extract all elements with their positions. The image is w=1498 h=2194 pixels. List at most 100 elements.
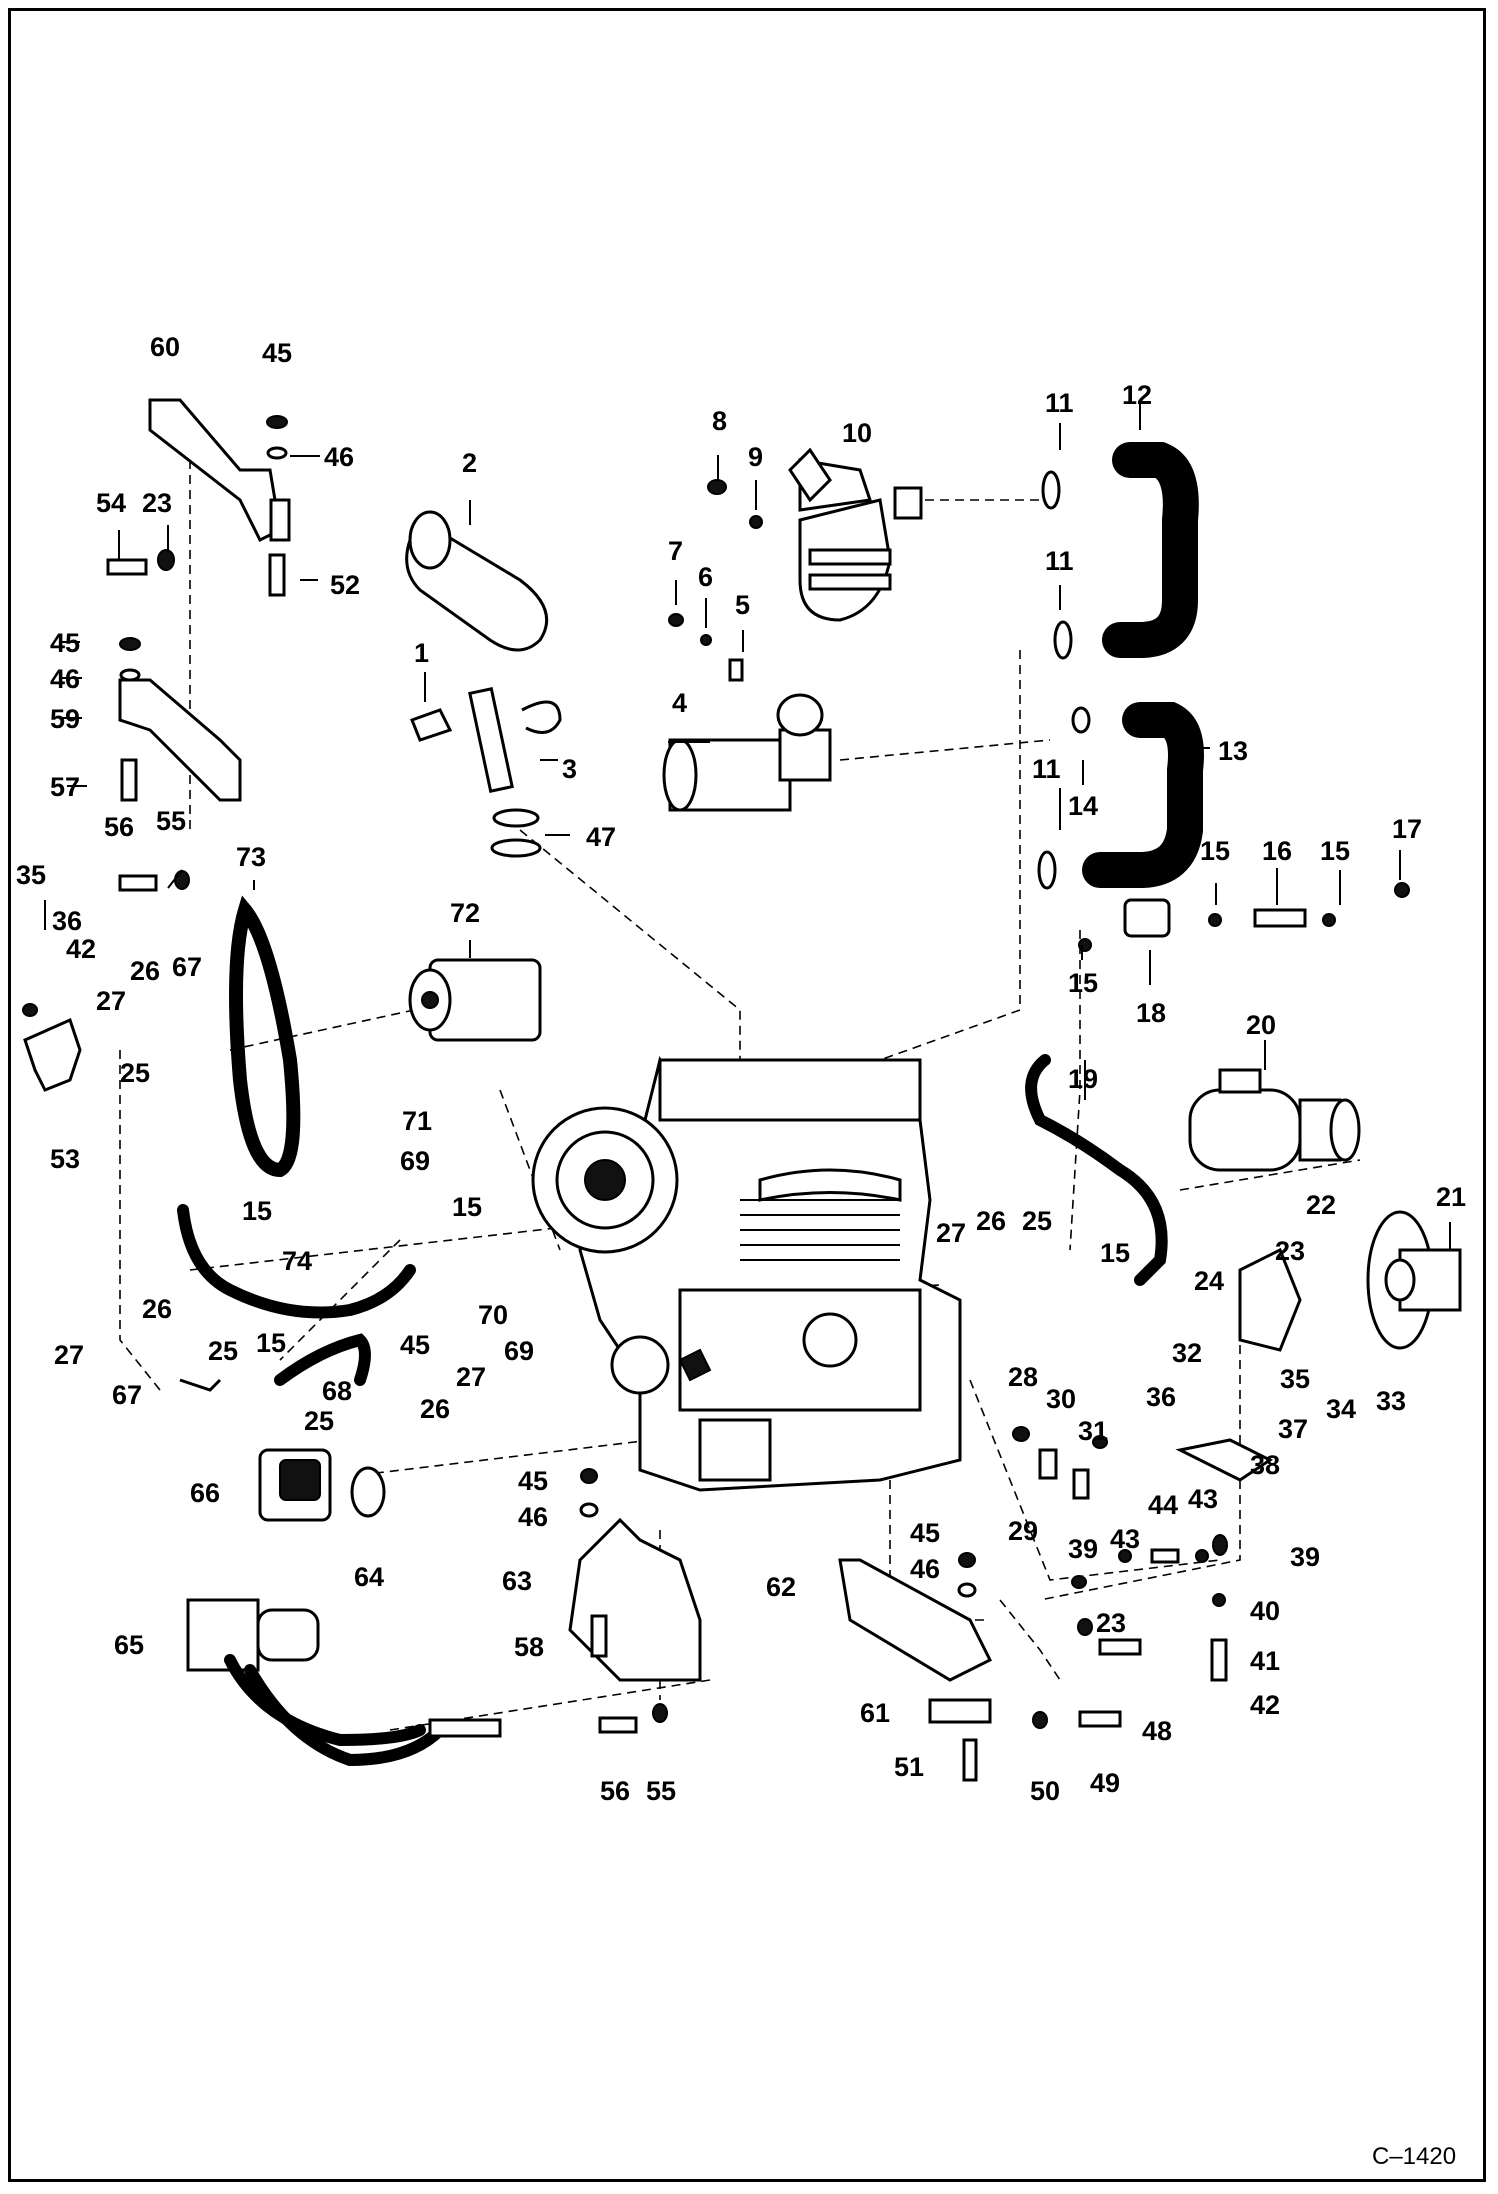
- control-valve: [186, 1598, 502, 1767]
- callout-72: 72: [450, 898, 480, 928]
- callout-25b: 25: [208, 1336, 238, 1366]
- callout-35b: 35: [1280, 1364, 1310, 1394]
- callout-4: 4: [672, 688, 687, 718]
- callout-23a: 23: [142, 488, 172, 518]
- callout-45d: 45: [518, 1466, 548, 1496]
- callout-30: 30: [1046, 1384, 1076, 1414]
- callout-35a: 35: [16, 860, 46, 890]
- callout-45e: 45: [910, 1518, 940, 1548]
- callout-42b: 42: [1250, 1690, 1280, 1720]
- callout-49: 49: [1090, 1768, 1120, 1798]
- callout-68: 68: [322, 1376, 352, 1406]
- callout-15a: 15: [1200, 836, 1230, 866]
- callout-26c: 26: [420, 1394, 450, 1424]
- callout-46a: 46: [324, 442, 354, 472]
- callout-16: 16: [1262, 836, 1292, 866]
- callout-9: 9: [748, 442, 763, 472]
- callout-27c: 27: [456, 1362, 486, 1392]
- callout-32: 32: [1172, 1338, 1202, 1368]
- callout-67b: 67: [112, 1380, 142, 1410]
- callout-50: 50: [1030, 1776, 1060, 1806]
- callout-44: 44: [1148, 1490, 1178, 1520]
- callout-27b: 27: [54, 1340, 84, 1370]
- callout-74: 74: [282, 1246, 312, 1276]
- callout-28: 28: [1008, 1362, 1038, 1392]
- callout-27d: 27: [936, 1218, 966, 1248]
- callout-17: 17: [1392, 814, 1422, 844]
- callout-25a: 25: [120, 1058, 150, 1088]
- callout-39b: 39: [1290, 1542, 1320, 1572]
- callout-71: 71: [402, 1106, 432, 1136]
- callout-63: 63: [502, 1566, 532, 1596]
- callout-41: 41: [1250, 1646, 1280, 1676]
- callout-20: 20: [1246, 1010, 1276, 1040]
- air-cleaner: [662, 447, 923, 812]
- callout-15g: 15: [256, 1328, 286, 1358]
- callout-61: 61: [860, 1698, 890, 1728]
- callout-56b: 56: [600, 1776, 630, 1806]
- callout-29: 29: [1008, 1516, 1038, 1546]
- callout-69b: 69: [504, 1336, 534, 1366]
- callout-7: 7: [668, 536, 683, 566]
- callout-55a: 55: [156, 806, 186, 836]
- intake-hoses: [1037, 442, 1204, 890]
- callout-18: 18: [1136, 998, 1166, 1028]
- fuel-hoses-left: [177, 1204, 416, 1392]
- callout-46b: 46: [50, 664, 80, 694]
- callout-66: 66: [190, 1478, 220, 1508]
- callout-31: 31: [1078, 1416, 1108, 1446]
- callout-45a: 45: [262, 338, 292, 368]
- callout-11b: 11: [1045, 546, 1074, 576]
- callout-15c: 15: [1068, 968, 1098, 998]
- callout-10: 10: [842, 418, 872, 448]
- callout-21: 21: [1436, 1182, 1466, 1212]
- drive-belt: [229, 895, 301, 1178]
- callout-15f: 15: [452, 1192, 482, 1222]
- callout-25c: 25: [304, 1406, 334, 1436]
- callout-36a: 36: [52, 906, 82, 936]
- callout-5: 5: [735, 590, 750, 620]
- callout-26b: 26: [142, 1294, 172, 1324]
- callout-70: 70: [478, 1300, 508, 1330]
- callout-67a: 67: [172, 952, 202, 982]
- callout-36b: 36: [1146, 1382, 1176, 1412]
- callout-6: 6: [698, 562, 713, 592]
- figure-code: C–1420: [1372, 2143, 1456, 2170]
- callout-11c: 11: [1032, 754, 1061, 784]
- callout-37: 37: [1278, 1414, 1308, 1444]
- callout-2: 2: [462, 448, 477, 478]
- callout-23c: 23: [1096, 1608, 1126, 1638]
- callout-57: 57: [50, 772, 80, 802]
- callout-3: 3: [562, 754, 577, 784]
- callout-48: 48: [1142, 1716, 1172, 1746]
- callout-54: 54: [96, 488, 126, 518]
- callout-15e: 15: [242, 1196, 272, 1226]
- callout-11a: 11: [1045, 388, 1074, 418]
- callout-1: 1: [414, 638, 429, 668]
- callout-33: 33: [1376, 1386, 1406, 1416]
- fuel-filter-left: [22, 1003, 82, 1092]
- fuel-pump-fittings: [1012, 1426, 1273, 1729]
- callout-43b: 43: [1188, 1484, 1218, 1514]
- muffler: [405, 510, 562, 858]
- callout-52: 52: [330, 570, 360, 600]
- callout-60: 60: [150, 332, 180, 362]
- callout-23b: 23: [1275, 1236, 1305, 1266]
- callout-42a: 42: [66, 934, 96, 964]
- callout-25d: 25: [1022, 1206, 1052, 1236]
- callout-58: 58: [514, 1632, 544, 1662]
- fuel-line-right: [1025, 882, 1410, 1286]
- callout-64: 64: [354, 1562, 384, 1592]
- alternator: [408, 958, 542, 1042]
- drive-pulley: [1238, 1210, 1462, 1352]
- callout-19: 19: [1068, 1064, 1098, 1094]
- callout-40: 40: [1250, 1596, 1280, 1626]
- callout-46d: 46: [910, 1554, 940, 1584]
- callout-22: 22: [1306, 1190, 1336, 1220]
- callout-65: 65: [114, 1630, 144, 1660]
- callout-56a: 56: [104, 812, 134, 842]
- callout-45c: 45: [400, 1330, 430, 1360]
- callout-27a: 27: [96, 986, 126, 1016]
- callout-14: 14: [1068, 791, 1098, 821]
- callout-69a: 69: [400, 1146, 430, 1176]
